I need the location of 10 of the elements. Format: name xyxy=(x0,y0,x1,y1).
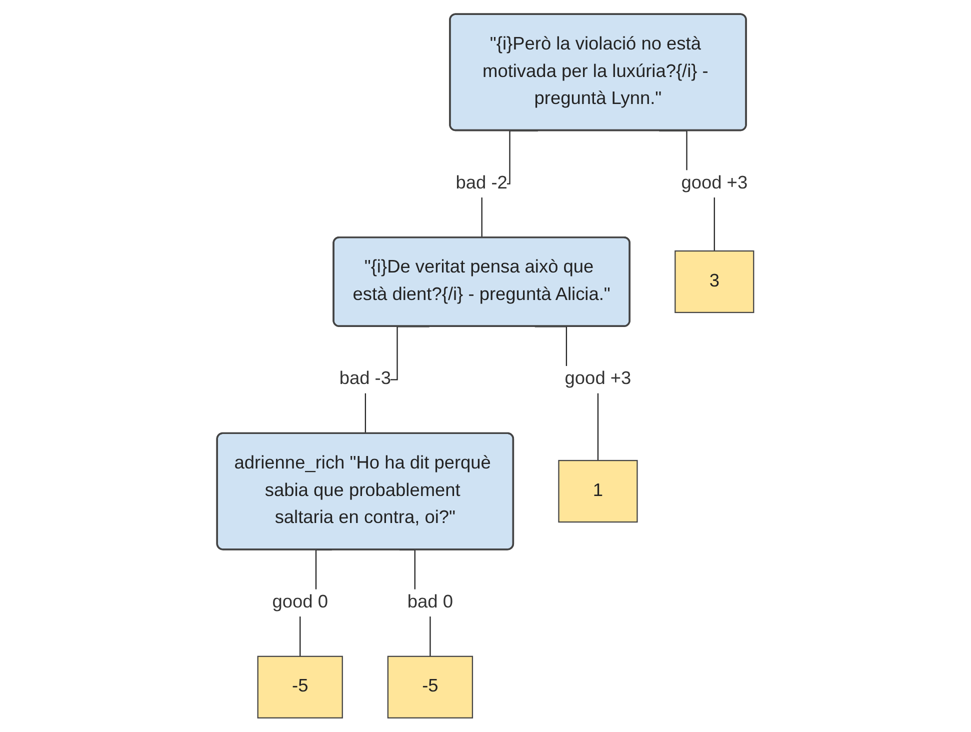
node-box: -5 xyxy=(257,656,344,718)
node-box: -5 xyxy=(387,656,474,718)
node-box: 1 xyxy=(558,460,638,523)
edge-label: good +3 xyxy=(681,174,748,193)
edge-label: bad 0 xyxy=(408,592,454,612)
edge-label: bad -3 xyxy=(339,369,392,389)
node-box: 3 xyxy=(674,250,754,314)
edge-label: bad -2 xyxy=(456,174,508,193)
edge-label: good +3 xyxy=(564,369,632,389)
edge-label: good 0 xyxy=(272,592,328,612)
